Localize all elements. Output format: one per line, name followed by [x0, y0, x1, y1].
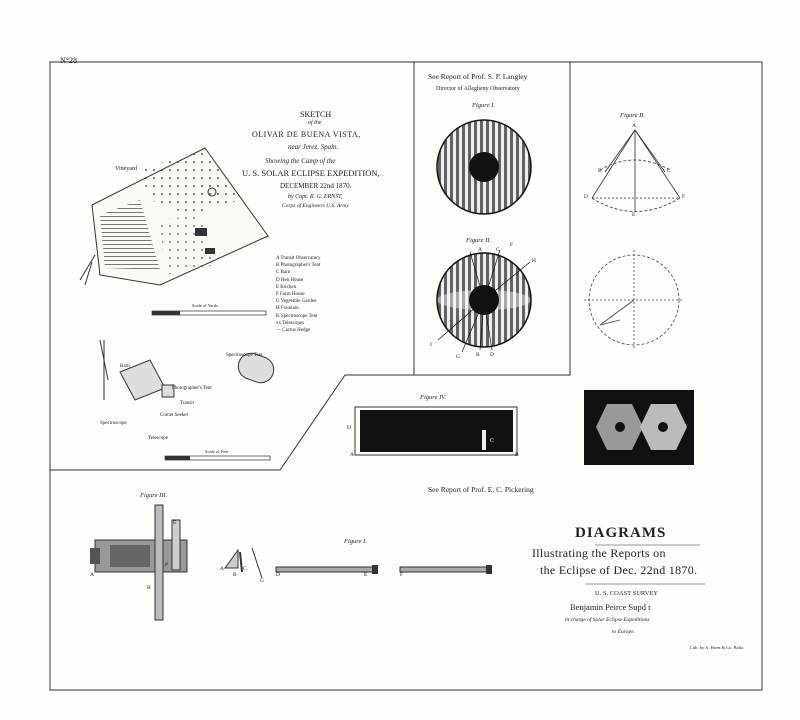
legend-item: D Hen House: [276, 277, 304, 283]
barn-label: Barn: [120, 364, 130, 369]
right-fig2-title: Figure II.: [620, 112, 646, 119]
scale-yards-label: Scale of Yards: [192, 303, 218, 308]
sketch-date: DECEMBER 22nd 1870.: [280, 182, 352, 190]
sketch-showing: Showing the Camp of the: [265, 157, 336, 165]
langley-figure-i: [436, 119, 532, 215]
figure-iii-telescope: [90, 504, 263, 621]
fig3-label-p: P: [165, 562, 169, 568]
right-fig-label-f: F: [682, 194, 686, 200]
diagrams-title: DIAGRAMS: [575, 525, 667, 541]
camp-sketch: [79, 147, 269, 286]
fig3-title: Figure III.: [140, 492, 168, 499]
sketch-title: SKETCH: [300, 110, 332, 119]
fig4-label-d: D: [347, 425, 351, 431]
geometric-circle: [584, 250, 684, 350]
plate-number: N°28: [60, 56, 77, 65]
right-fig-label-d: D: [584, 194, 588, 200]
fig1-label-f: F: [400, 572, 404, 578]
neat-line: [49, 61, 763, 691]
vineyard-label: Vineyard: [115, 166, 137, 172]
legend-item: K Spectroscope Tent: [276, 313, 318, 319]
right-fig-label-b: B: [598, 168, 602, 174]
legend-item: B Photographer's Tent: [276, 263, 321, 269]
fig3-label-b: B: [147, 585, 151, 591]
fig2-label-b: B: [476, 352, 480, 358]
sketch-expedition: U. S. SOLAR ECLIPSE EXPEDITION,: [242, 168, 380, 178]
legend-item: G Vegetable Garden: [276, 299, 317, 305]
sketch-place: OLIVAR DE BUENA VISTA,: [252, 130, 361, 139]
legend-item: F Farm House: [276, 292, 305, 298]
sketch-corps: Corps of Engineers U.S. Army: [282, 203, 349, 209]
sketch-by: by Capt. R. G. ERNST,: [288, 194, 343, 200]
legend-item: E Kitchen: [276, 284, 297, 290]
sketch-of: of the: [308, 120, 322, 126]
scale-feet-label: Scale of Feet: [205, 449, 229, 454]
camp-detail: [99, 339, 275, 401]
langley-fig1-title: Figure I.: [472, 102, 495, 109]
geometric-figure-ii: [591, 129, 681, 212]
fig1-bottom-title: Figure I.: [344, 538, 367, 545]
figure-iv: [354, 406, 518, 456]
comet-seeker-label: Comet Seeker: [160, 413, 189, 418]
fig3-small-c: C: [243, 566, 247, 572]
fig2-label-f: F: [510, 242, 514, 248]
langley-subheading: Director of Allegheny Observatory: [436, 86, 520, 92]
lithographer: Lith. by A. Hoen & Co. Balto.: [690, 645, 745, 650]
fig2-label-g: G: [456, 354, 460, 360]
legend-item: C Barn: [276, 270, 291, 276]
sketch-legend: A Transit Observatory B Photographer's T…: [276, 255, 320, 334]
scale-yards: [151, 310, 267, 316]
spectroscope-label: Spectroscope: [100, 421, 127, 426]
langley-figure-ii: [436, 249, 532, 353]
spectroscope-tent-label: Spectroscope Tent: [226, 353, 263, 358]
langley-heading: See Report of Prof. S. P. Langley: [428, 72, 528, 81]
legend-item: xx Telescopes: [276, 320, 305, 326]
coast-survey: U. S. COAST SURVEY: [595, 590, 659, 597]
to-europe: to Europe.: [612, 629, 636, 635]
figure-i-tubes: [275, 565, 492, 574]
diagrams-line2: the Eclipse of Dec. 22nd 1870.: [540, 563, 698, 577]
telescope-label: Telescope: [148, 436, 168, 441]
fig4-label-b: B: [515, 452, 519, 458]
fig3-label-e: E: [173, 520, 177, 526]
fig1-label-d: D: [276, 572, 280, 578]
scale-feet: [164, 455, 271, 461]
langley-fig2-title: Figure II.: [466, 237, 492, 244]
fig2-label-h: H: [532, 258, 536, 264]
superintendent: Benjamin Peirce Supd t: [570, 602, 651, 612]
diagrams-line1: Illustrating the Reports on: [532, 546, 666, 560]
fig2-label-d: D: [490, 352, 494, 358]
fig3-small-b: B: [233, 572, 237, 578]
fig2-label-a: A: [478, 247, 482, 253]
legend-item: — Cactus Hedge: [276, 328, 311, 334]
fig3-label-a: A: [90, 572, 94, 578]
photographers-tent-label: Photographer's Tent: [172, 386, 212, 391]
title-ornament: [585, 544, 705, 585]
legend-item: A Transit Observatory: [276, 256, 321, 261]
fig2-label-i: I: [430, 342, 432, 348]
right-fig-label-e: E: [632, 212, 636, 218]
fig3-small-a: A: [220, 566, 224, 572]
pickering-heading: See Report of Prof. E. C. Pickering: [428, 485, 534, 494]
transit-label: Transit: [180, 401, 194, 406]
fig2-label-c: C: [496, 247, 500, 253]
right-fig-label-c: C: [667, 168, 671, 174]
sketch-panel-border: [50, 374, 414, 471]
in-charge: in charge of Solar Eclipse Expeditions: [565, 617, 650, 623]
hexagon-panel: [584, 390, 694, 465]
fig4-label-a: A: [350, 452, 354, 458]
fig4-label-c: C: [490, 438, 494, 444]
legend-item: H Fountain: [276, 306, 299, 312]
fig3-small-g: G: [260, 578, 264, 584]
right-fig-label-a: A: [632, 123, 636, 129]
fig4-title: Figure IV.: [420, 394, 446, 401]
langley-panel-border: [413, 62, 571, 376]
fig1-label-e: E: [364, 572, 368, 578]
sketch-near: near Jerez, Spain.: [288, 143, 339, 151]
